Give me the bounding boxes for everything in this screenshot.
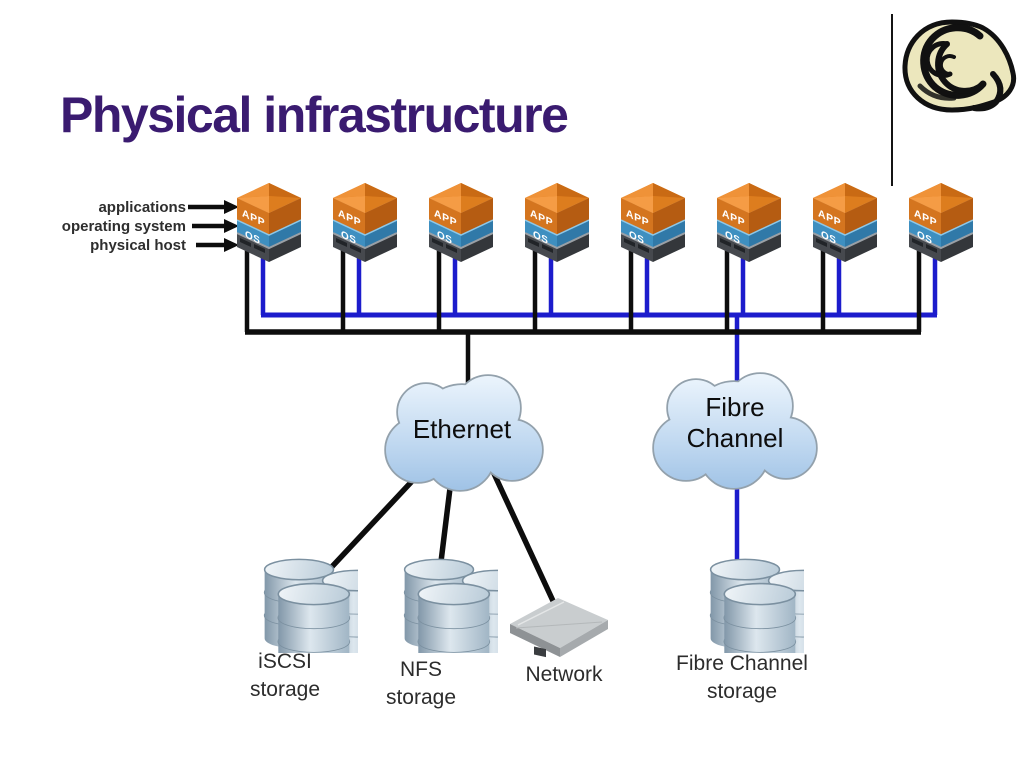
server-stack-icon: APP OS bbox=[333, 183, 397, 262]
server-stack: APP OS bbox=[909, 183, 973, 267]
cloud-icon bbox=[652, 372, 818, 490]
server-stack: APP OS bbox=[237, 183, 301, 267]
server-stack-icon: APP OS bbox=[813, 183, 877, 262]
iscsi-storage-icon bbox=[264, 558, 358, 653]
network-switch-icon bbox=[510, 598, 608, 658]
nfs-storage-label: NFS storage bbox=[385, 658, 457, 709]
page-title: Physical infrastructure bbox=[60, 87, 569, 143]
server-stack: APP OS bbox=[333, 183, 397, 267]
nfs-storage-icon bbox=[404, 558, 498, 653]
server-stack-icon: APP OS bbox=[621, 183, 685, 262]
server-stack: APP OS bbox=[717, 183, 781, 267]
server-stack: APP OS bbox=[813, 183, 877, 267]
server-stack-icon: APP OS bbox=[429, 183, 493, 262]
fibre-channel-cloud: Fibre Channel bbox=[630, 364, 840, 490]
shell-logo-icon bbox=[902, 19, 1017, 113]
server-stack-icon: APP OS bbox=[717, 183, 781, 262]
ethernet-cloud: Ethernet bbox=[360, 364, 564, 494]
label-applications: applications bbox=[98, 199, 186, 216]
label-arrows-icon bbox=[188, 200, 239, 252]
fibre-channel-storage-label: Fibre Channel storage bbox=[676, 652, 808, 703]
server-stack-icon: APP OS bbox=[909, 183, 973, 262]
label-operating-system: operating system bbox=[61, 218, 186, 235]
fibre-cloud-label: Fibre Channel bbox=[686, 392, 784, 453]
server-stack: APP OS bbox=[621, 183, 685, 267]
server-stack: APP OS bbox=[429, 183, 493, 267]
server-stack: APP OS bbox=[525, 183, 589, 267]
cloud-icon bbox=[384, 374, 544, 492]
server-stack-icon: APP OS bbox=[237, 183, 301, 262]
server-stack-icon: APP OS bbox=[525, 183, 589, 262]
header-divider-line bbox=[891, 14, 893, 186]
network-label: Network bbox=[525, 663, 603, 686]
ethernet-cloud-label: Ethernet bbox=[412, 414, 512, 444]
iscsi-storage-label: iSCSI storage bbox=[249, 650, 321, 701]
label-physical-host: physical host bbox=[90, 237, 186, 254]
fibre-channel-storage-icon bbox=[710, 558, 804, 653]
